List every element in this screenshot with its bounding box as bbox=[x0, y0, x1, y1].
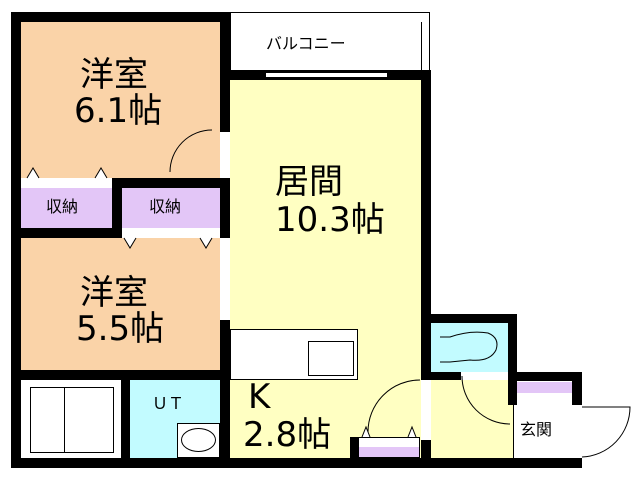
kitchen-counter bbox=[230, 329, 358, 380]
living-room-name: 居間 bbox=[275, 162, 343, 202]
western-room-2 bbox=[21, 238, 220, 370]
wall bbox=[220, 178, 230, 238]
western-room-1-size: 6.1帖 bbox=[74, 91, 163, 131]
balcony-label: バルコニー bbox=[266, 34, 346, 53]
closet-door-marker bbox=[123, 237, 213, 249]
entrance-label: 玄関 bbox=[520, 420, 553, 439]
wall bbox=[220, 320, 230, 380]
wall bbox=[11, 458, 582, 468]
wall bbox=[350, 437, 358, 458]
western-room-2-name: 洋室 bbox=[80, 273, 148, 313]
closet-door-marker bbox=[26, 167, 108, 179]
door-swing bbox=[169, 129, 213, 173]
toilet bbox=[440, 331, 498, 363]
door-swing bbox=[367, 379, 421, 433]
wall bbox=[421, 440, 431, 460]
wall bbox=[431, 372, 461, 380]
wall bbox=[11, 12, 230, 22]
living-room bbox=[230, 80, 421, 458]
wall bbox=[121, 380, 130, 458]
shoe-storage bbox=[517, 382, 572, 393]
storage-1-label: 収納 bbox=[46, 197, 79, 216]
wall bbox=[220, 380, 230, 460]
wall bbox=[572, 372, 582, 405]
kitchen-name: K bbox=[248, 377, 271, 417]
kitchen-sink bbox=[308, 341, 354, 376]
window bbox=[265, 72, 388, 78]
bath-floor bbox=[64, 387, 114, 453]
wall bbox=[112, 178, 230, 188]
wall bbox=[421, 70, 431, 380]
balcony-inner-line bbox=[421, 22, 422, 70]
door-swing bbox=[581, 406, 631, 458]
washbasin-bowl bbox=[181, 428, 216, 452]
wall bbox=[11, 12, 21, 468]
wall bbox=[11, 370, 230, 380]
western-room-1 bbox=[21, 22, 220, 178]
kitchen-closet-fill bbox=[359, 447, 419, 457]
genkan bbox=[513, 405, 573, 458]
entrance-hall bbox=[431, 380, 513, 458]
wall bbox=[421, 314, 517, 323]
door-swing bbox=[461, 375, 511, 425]
storage-2 bbox=[122, 188, 220, 228]
wall bbox=[508, 314, 517, 405]
kitchen-size: 2.8帖 bbox=[243, 415, 332, 455]
storage-1 bbox=[21, 188, 112, 228]
western-room-1-name: 洋室 bbox=[80, 55, 148, 95]
wall bbox=[220, 12, 230, 132]
bathroom bbox=[21, 380, 121, 458]
closet-door-marker bbox=[361, 425, 417, 438]
western-room-2-size: 5.5帖 bbox=[76, 309, 165, 349]
wall bbox=[508, 372, 582, 381]
wall bbox=[112, 178, 122, 238]
wall bbox=[21, 228, 112, 238]
storage-2-label: 収納 bbox=[149, 197, 182, 216]
utility-label: ＵＴ bbox=[152, 394, 185, 413]
living-room-size: 10.3帖 bbox=[275, 200, 385, 240]
